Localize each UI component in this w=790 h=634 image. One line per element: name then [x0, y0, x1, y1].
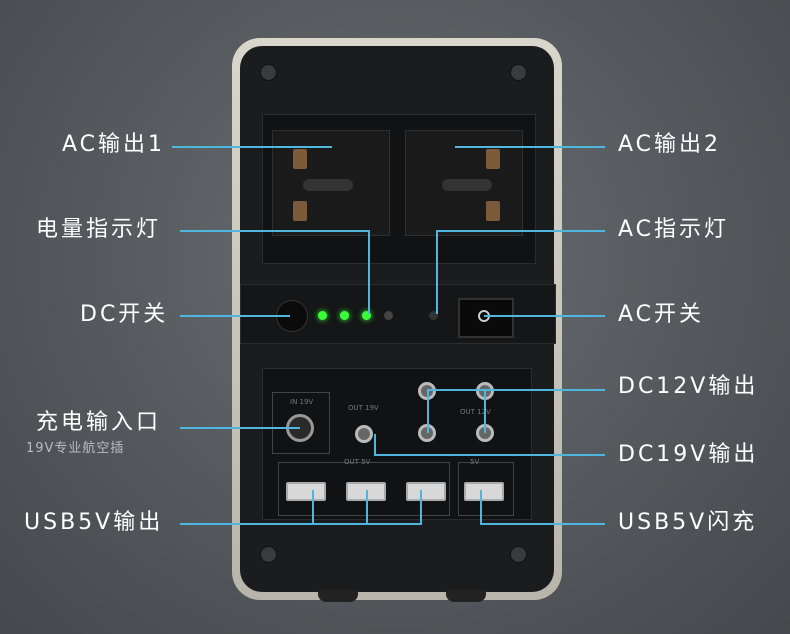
usb-port[interactable]	[286, 482, 326, 501]
leader-line	[180, 315, 290, 317]
leader-line	[180, 427, 300, 429]
leader-line	[172, 146, 332, 148]
foot	[318, 590, 358, 602]
ac-indicator-led	[429, 311, 438, 320]
leader-line	[366, 490, 368, 525]
ac-switch-label: AC开关	[618, 302, 705, 327]
dc-switch-label: DC开关	[80, 302, 169, 327]
screw-icon	[510, 64, 527, 81]
ac-switch-rocker[interactable]	[458, 298, 514, 338]
leader-line	[312, 490, 314, 525]
leader-line	[427, 389, 429, 433]
foot	[446, 590, 486, 602]
out-5v-label: OUT 5V	[344, 458, 371, 466]
usb-port[interactable]	[406, 482, 446, 501]
leader-line	[436, 230, 605, 232]
dc19v-output-label: DC19V输出	[618, 442, 759, 467]
out-12v-label: OUT 12V	[460, 408, 491, 416]
ac-output-1-label: AC输出1	[62, 132, 166, 157]
battery-led	[318, 311, 327, 320]
leader-line	[368, 230, 370, 314]
leader-line	[480, 490, 482, 525]
battery-led	[340, 311, 349, 320]
leader-line	[374, 454, 605, 456]
charge-input-sub-label: 19V专业航空插	[26, 441, 125, 456]
battery-indicator-label: 电量指示灯	[36, 217, 162, 242]
charge-input-label: 充电输入口	[36, 410, 162, 435]
out-5v-2-label: 5V	[470, 458, 480, 466]
ac-indicator-label: AC指示灯	[618, 217, 730, 242]
leader-line	[480, 523, 605, 525]
usb-box	[278, 462, 450, 516]
leader-line	[427, 389, 605, 391]
usb-flash-port[interactable]	[464, 482, 504, 501]
screw-icon	[260, 546, 277, 563]
leader-line	[455, 146, 605, 148]
screw-icon	[260, 64, 277, 81]
battery-led	[362, 311, 371, 320]
usb5v-output-label: USB5V输出	[24, 510, 164, 535]
screw-icon	[510, 546, 527, 563]
usb-flash-box	[458, 462, 514, 516]
leader-line	[374, 434, 376, 456]
leader-line	[436, 230, 438, 314]
leader-line	[484, 315, 605, 317]
in-19v-label: IN 19V	[290, 398, 314, 406]
out-19v-label: OUT 19V	[348, 404, 379, 412]
leader-line	[420, 490, 422, 525]
leader-line	[180, 523, 420, 525]
ac-output-2-label: AC输出2	[618, 132, 722, 157]
leader-line	[180, 230, 370, 232]
battery-led	[384, 311, 393, 320]
dc19v-port[interactable]	[355, 425, 373, 443]
leader-line	[484, 389, 486, 433]
usb5v-flash-label: USB5V闪充	[618, 510, 758, 535]
charge-input-box	[272, 392, 330, 454]
dc12v-output-label: DC12V输出	[618, 374, 759, 399]
